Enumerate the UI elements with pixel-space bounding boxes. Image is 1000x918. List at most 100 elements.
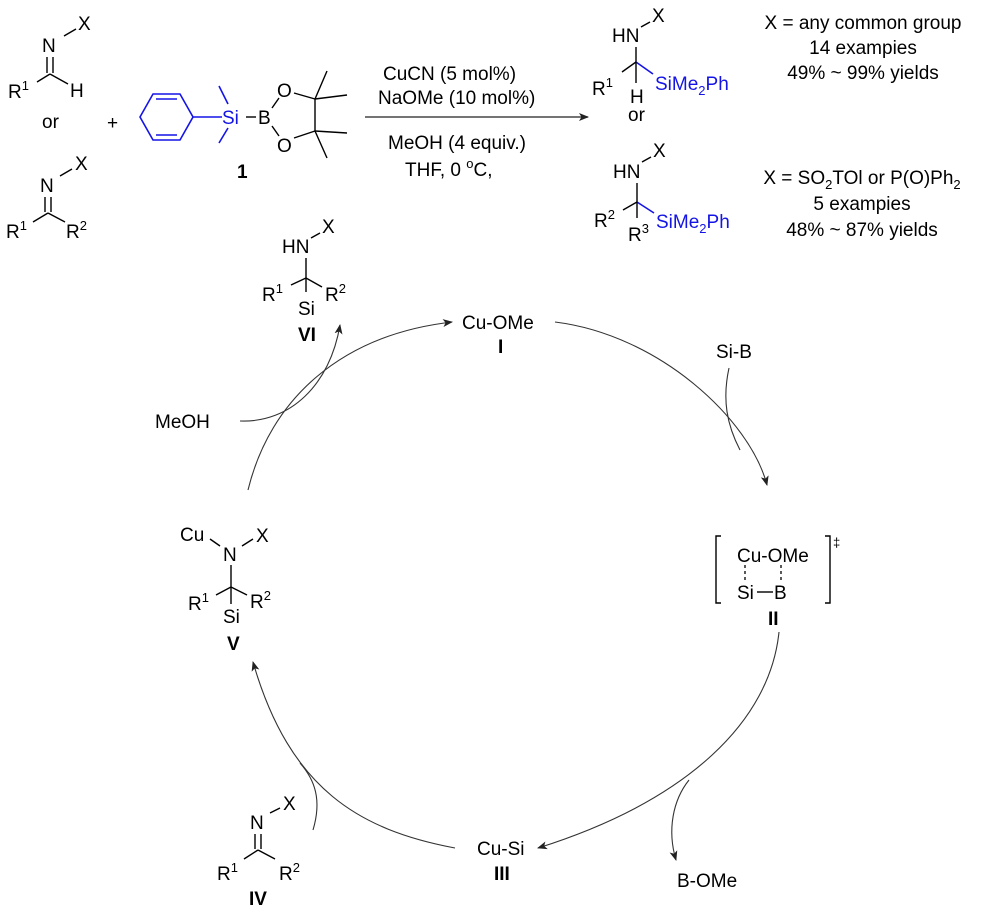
scope2-yields: 48% ~ 87% yields	[786, 220, 938, 241]
arrow-iii-to-v	[251, 661, 456, 849]
intermediate-ii-label: II	[768, 609, 779, 630]
atom-n: N	[40, 176, 54, 197]
ts-b: B	[774, 583, 787, 604]
intermediate-i-formula: Cu-OMe	[462, 313, 534, 334]
scope2-examples: 5 exampies	[813, 194, 910, 215]
intermediate-iii-formula: Cu-Si	[477, 839, 525, 860]
bond	[269, 807, 281, 814]
atom-x: X	[256, 526, 269, 547]
r2-group: R2	[325, 281, 346, 306]
arrow-meoh-to-vi	[239, 324, 343, 422]
bond	[305, 277, 323, 288]
methyl-bond	[314, 70, 328, 100]
double-dagger: ‡	[833, 535, 840, 550]
atom-h: H	[70, 81, 84, 102]
r2-group: R2	[250, 588, 271, 613]
condition-catalyst: CuCN (5 mol%)	[383, 64, 516, 85]
catalytic-cycle	[239, 319, 780, 861]
scope1-yields: 49% ~ 99% yields	[787, 63, 939, 84]
atom-n: N	[250, 813, 264, 834]
arrow-sib-in	[725, 367, 741, 451]
ts-top-formula: Cu-OMe	[737, 546, 809, 567]
intermediate-v-cu-amide: Cu N X R1 R2 Si V	[180, 525, 271, 655]
bond	[47, 212, 66, 223]
bond	[622, 201, 638, 211]
reaction-arrow: CuCN (5 mol%) NaOMe (10 mol%) MeOH (4 eq…	[365, 64, 589, 181]
atom-hn: HN	[612, 26, 639, 47]
r3-group: R3	[628, 221, 649, 246]
bond	[36, 73, 51, 83]
atom-si: Si	[223, 607, 240, 628]
plus-sign: +	[107, 113, 118, 134]
arrow-v-to-i	[247, 319, 453, 491]
scope-note-1: X = any common group 14 exampies 49% ~ 9…	[765, 13, 962, 84]
r1-group: R1	[262, 281, 283, 306]
bracket-right	[825, 535, 831, 604]
atom-n: N	[223, 545, 237, 566]
bond	[63, 28, 77, 37]
or-label-left: or	[42, 112, 60, 133]
intermediate-vi-label: VI	[298, 325, 316, 346]
bond	[209, 538, 221, 547]
atom-si: Si	[298, 299, 315, 320]
r2-group: R2	[66, 218, 87, 243]
atom-h: H	[630, 87, 644, 108]
or-label-right: or	[628, 105, 646, 126]
reactant-ketimine: N X R1 R2	[6, 154, 88, 243]
bond	[59, 168, 73, 177]
intermediate-iv-label: IV	[249, 889, 267, 910]
bond	[271, 125, 280, 137]
bond	[32, 212, 49, 223]
intermediate-v-label: V	[227, 634, 240, 655]
bond	[293, 130, 316, 139]
bond	[271, 97, 280, 109]
r1-group: R1	[592, 75, 613, 100]
bond-c-si	[635, 61, 654, 75]
r1-group: R1	[217, 860, 238, 885]
methyl-bond	[218, 127, 229, 144]
product-tertiary-amine: HN X R2 R3 SiMe2Ph	[594, 141, 730, 246]
scope2-substituent: X = SO2TOl or P(O)Ph2	[763, 168, 960, 192]
condition-solvent-temp: THF, 0 oC,	[405, 156, 492, 181]
atom-x: X	[283, 794, 296, 815]
bond	[621, 61, 637, 73]
atom-cu: Cu	[180, 525, 204, 546]
arrow-i-to-ii	[554, 321, 769, 486]
bond	[230, 586, 248, 596]
atom-n: N	[42, 36, 56, 57]
bond	[243, 849, 259, 860]
condition-base: NaOMe (10 mol%)	[378, 88, 535, 109]
atom-x: X	[652, 6, 665, 27]
methyl-bond	[314, 130, 328, 159]
compound-label-1: 1	[237, 162, 248, 183]
atom-x: X	[653, 141, 666, 162]
r1-group: R1	[188, 590, 209, 615]
b-ome-byproduct: B-OMe	[677, 871, 737, 892]
bond	[293, 92, 316, 100]
arrow-iv-in	[299, 762, 318, 831]
atom-x: X	[75, 154, 88, 175]
atom-si: Si	[222, 108, 239, 129]
transition-state-ii: ‡ Cu-OMe Si B II	[715, 535, 840, 630]
atom-x: X	[322, 217, 335, 238]
atom-o: O	[277, 136, 292, 157]
silyl-group: SiMe2Ph	[655, 74, 729, 98]
bond	[241, 538, 254, 547]
intermediate-iii-label: III	[494, 864, 510, 885]
arrow-ii-to-iii	[537, 631, 780, 850]
methyl-bond	[314, 130, 348, 134]
bond	[641, 156, 652, 163]
si-b-reagent: Si-B	[716, 342, 752, 363]
atom-hn: HN	[613, 162, 640, 183]
ts-si: Si	[737, 583, 754, 604]
reactant-aldimine: N X R1 H	[8, 14, 91, 103]
r2-group: R2	[279, 860, 300, 885]
bond	[310, 232, 321, 239]
condition-additive: MeOH (4 equiv.)	[388, 133, 526, 154]
intermediate-i-label: I	[498, 337, 503, 358]
product-secondary-amine: HN X R1 H SiMe2Ph	[592, 6, 729, 108]
intermediate-vi-product: HN X R1 R2 Si VI	[262, 217, 346, 346]
scope1-substituent: X = any common group	[765, 13, 962, 34]
bond	[49, 73, 69, 85]
